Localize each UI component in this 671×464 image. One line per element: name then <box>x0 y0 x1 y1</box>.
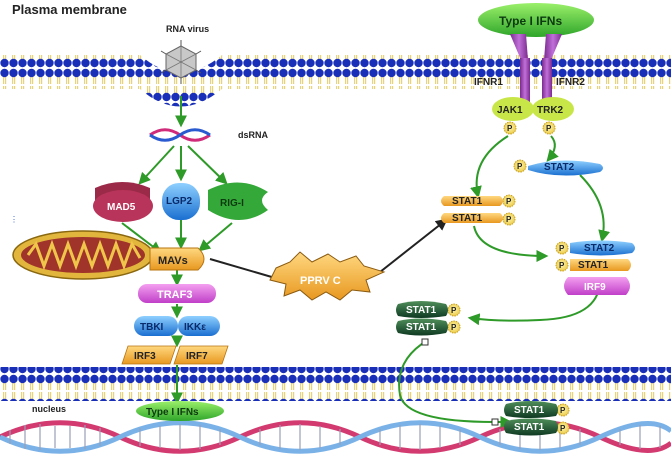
ikke-label: IKKε <box>184 322 206 333</box>
svg-text:P: P <box>559 261 565 270</box>
nuclear-membrane <box>0 367 671 401</box>
irf9-label: IRF9 <box>584 282 606 293</box>
ifn-bottom-node <box>136 401 224 421</box>
irf3-label: IRF3 <box>134 351 156 362</box>
svg-text:P: P <box>560 406 566 415</box>
stat1-dark-dimer <box>396 301 448 336</box>
mavs-node <box>149 247 205 271</box>
trk2-label: TRK2 <box>537 105 564 116</box>
pprv-c-node <box>269 251 386 301</box>
title: Plasma membrane <box>12 2 127 17</box>
jak1-node <box>492 97 534 121</box>
nucleus-label: nucleus <box>32 404 66 414</box>
tbk1-label: TBKI <box>140 322 164 333</box>
mda5-node <box>93 182 153 222</box>
svg-text:P: P <box>451 306 457 315</box>
virus-label: RNA virus <box>166 24 209 34</box>
stat1-dimer <box>441 196 503 223</box>
pprv-c-label: PPRV C <box>300 275 341 287</box>
svg-text:P: P <box>560 424 566 433</box>
mda5-label: MAD5 <box>107 202 136 213</box>
svg-text:P: P <box>507 124 513 133</box>
mavs-label: MAVs <box>158 255 188 267</box>
svg-text:P: P <box>559 244 565 253</box>
translocation-marker <box>491 418 499 426</box>
arrows-left <box>121 96 233 405</box>
complex-stat2-label: STAT2 <box>584 243 615 254</box>
dsrna-label: dsRNA <box>238 130 269 140</box>
deep-a-label: STAT1 <box>514 405 545 416</box>
ifn-bottom-label: Type I IFNs <box>146 407 199 418</box>
nuc-a-label: STAT1 <box>406 305 437 316</box>
edge-mark: ⋮ <box>10 215 18 224</box>
tbk1-node <box>134 316 178 336</box>
irf7-node <box>173 345 229 365</box>
stat2-label: STAT2 <box>544 162 575 173</box>
trk2-node <box>532 97 574 121</box>
ifnr2-label: IFNR2 <box>556 77 585 88</box>
rigi-node <box>208 182 268 220</box>
ikke-node <box>178 316 220 336</box>
svg-text:P: P <box>451 323 457 332</box>
phospho-tags <box>447 121 570 435</box>
dna-helix <box>0 420 671 454</box>
dimer-a-label: STAT1 <box>452 196 483 207</box>
traf3-node <box>138 284 216 303</box>
mitochondrion-icon <box>12 230 154 280</box>
jak1-label: JAK1 <box>497 105 523 116</box>
complex-stat1-label: STAT1 <box>578 260 609 271</box>
dimer-b-label: STAT1 <box>452 213 483 224</box>
nuc-b-label: STAT1 <box>406 322 437 333</box>
ifnr-receptor <box>510 34 562 102</box>
ifn-top-node <box>478 3 594 37</box>
stat2-node <box>528 160 603 176</box>
arrows-right <box>398 135 610 428</box>
svg-text:P: P <box>506 215 512 224</box>
plasma-membrane-top <box>0 55 671 107</box>
stat1-nuclear-dimer <box>504 401 558 436</box>
lgp2-node <box>162 183 200 220</box>
deep-b-label: STAT1 <box>514 422 545 433</box>
pprv-lines <box>209 218 448 281</box>
svg-text:P: P <box>546 124 552 133</box>
lgp2-label: LGP2 <box>166 196 193 207</box>
ifnr1-label: IFNR1 <box>474 77 503 88</box>
isgf3-complex <box>564 240 635 295</box>
irf7-label: IRF7 <box>186 351 208 362</box>
translocation-marker <box>421 338 429 346</box>
dsrna-icon <box>149 128 211 142</box>
virus-icon <box>160 40 202 84</box>
ifn-top-label: Type I IFNs <box>499 14 562 28</box>
traf3-label: TRAF3 <box>157 289 192 301</box>
svg-text:P: P <box>517 162 523 171</box>
irf3-node <box>121 345 177 365</box>
svg-text:P: P <box>506 197 512 206</box>
phospho-labels: P P P P P P P P P P P <box>451 124 566 433</box>
rigi-label: RIG-I <box>220 198 244 209</box>
